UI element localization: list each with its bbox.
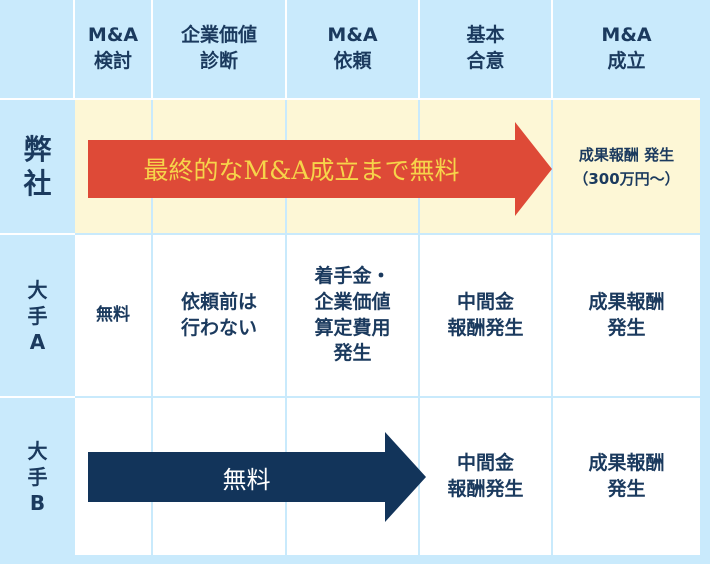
major-b-cell: 中間金 報酬発生 xyxy=(420,398,551,555)
major-a-cell: 中間金 報酬発生 xyxy=(420,235,551,396)
free-until-closing-arrow xyxy=(88,122,552,216)
corner-cell xyxy=(0,0,73,98)
major-a-cell: 無料 xyxy=(75,235,151,396)
free-until-closing-label: 最終的なM&A成立まで無料 xyxy=(143,156,460,185)
row-label-major-b: 大 手 B xyxy=(0,398,75,555)
row-label-major-a: 大 手 A xyxy=(0,235,75,396)
header-ma-request: M&A 依頼 xyxy=(287,0,418,98)
major-b-free-label: 無料 xyxy=(222,465,271,494)
our-success-fee: 成果報酬 発生 （300万円〜） xyxy=(553,100,700,233)
major-a-cell: 依頼前は 行わない xyxy=(153,235,285,396)
major-b-cell: 成果報酬 発生 xyxy=(553,398,700,555)
major-b-free-arrow xyxy=(88,432,426,522)
row-label-our-company: 弊 社 xyxy=(0,100,75,233)
header-basic-agreement: 基本 合意 xyxy=(420,0,551,98)
header-ma-closing: M&A 成立 xyxy=(553,0,700,98)
major-a-cell: 成果報酬 発生 xyxy=(553,235,700,396)
header-ma-consider: M&A 検討 xyxy=(75,0,151,98)
header-valuation: 企業価値 診断 xyxy=(153,0,285,98)
major-a-cell: 着手金・ 企業価値 算定費用 発生 xyxy=(287,235,418,396)
